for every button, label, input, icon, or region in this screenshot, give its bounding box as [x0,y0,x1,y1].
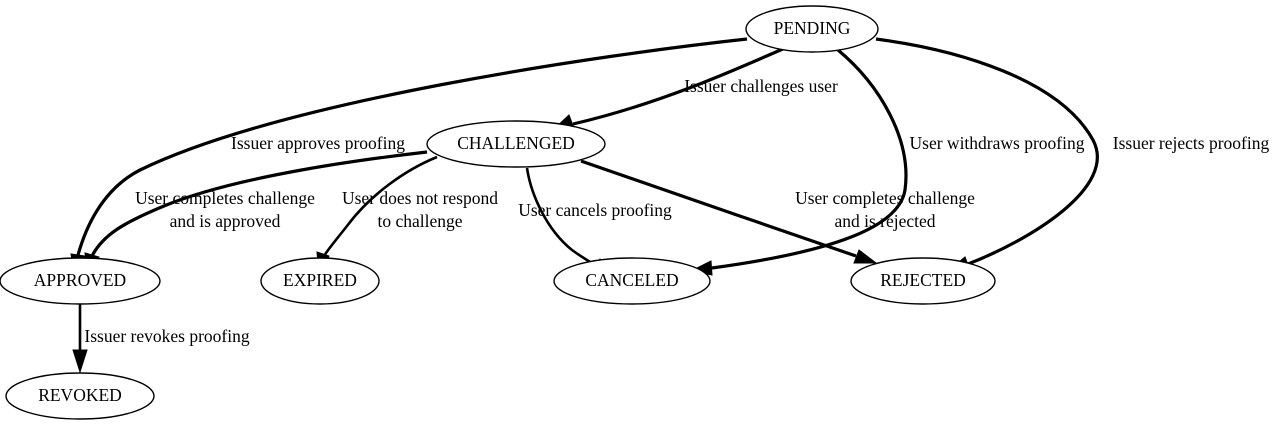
edge-path-pending-approved [76,37,748,256]
edge-path-pending-challenged [572,46,786,126]
edge-challenged-canceled[interactable] [525,167,614,276]
edge-label-challenged-expired-line1: User does not respond [342,188,498,208]
node-approved[interactable]: APPROVED [0,257,161,305]
node-rejected[interactable]: REJECTED [850,257,996,305]
node-pending-label: PENDING [774,18,851,38]
edge-label-challenged-expired-line2: to challenge [377,211,462,231]
edge-label-group: Issuer challenges user Issuer approves p… [84,76,1269,346]
edge-path-pending-rejected [875,37,1099,266]
edge-label-challenged-canceled: User cancels proofing [518,200,672,220]
edge-path-challenged-expired [322,155,438,257]
edge-path-pending-canceled [711,48,908,270]
edge-label-pending-rejected: Issuer rejects proofing [1113,133,1270,153]
node-expired-label: EXPIRED [283,270,357,290]
node-canceled-ellipse [553,257,711,305]
edge-label-pending-canceled: User withdraws proofing [910,133,1085,153]
edge-label-challenged-rejected-line2: and is rejected [834,211,935,231]
node-canceled[interactable]: CANCELED [553,257,711,305]
edge-path-challenged-approved [90,150,428,257]
node-expired-ellipse [260,257,380,305]
edge-label-challenged-approved-line2: and is approved [170,211,281,231]
edge-approved-revoked[interactable] [72,304,88,374]
edge-label-pending-challenged: Issuer challenges user [684,76,838,96]
edge-label-challenged-approved-line1: User completes challenge [135,188,315,208]
node-revoked-label: REVOKED [38,385,122,405]
arrowhead-rejected-from-challenged [853,249,878,264]
node-pending-ellipse [745,5,879,53]
node-approved-label: APPROVED [34,270,126,290]
edge-path-challenged-rejected [580,159,857,258]
node-expired[interactable]: EXPIRED [260,257,380,305]
edge-label-challenged-rejected-line1: User completes challenge [795,188,975,208]
edge-pending-approved[interactable] [70,37,748,278]
node-approved-ellipse [0,257,161,305]
edge-label-pending-approved: Issuer approves proofing [231,133,405,153]
edge-pending-rejected[interactable] [875,37,1099,272]
node-pending[interactable]: PENDING [745,5,879,53]
node-rejected-ellipse [850,257,996,305]
node-challenged-ellipse [426,120,606,168]
edge-challenged-rejected[interactable] [580,159,878,264]
node-challenged[interactable]: CHALLENGED [426,120,606,168]
node-challenged-label: CHALLENGED [457,133,575,153]
node-group: PENDING CHALLENGED APPROVED EXPIRED CANC… [0,5,996,420]
edge-label-approved-revoked: Issuer revokes proofing [84,326,249,346]
arrowhead-revoked-from-approved [72,349,88,374]
node-revoked[interactable]: REVOKED [5,372,155,420]
node-canceled-label: CANCELED [585,270,678,290]
node-rejected-label: REJECTED [880,270,966,290]
node-revoked-ellipse [5,372,155,420]
